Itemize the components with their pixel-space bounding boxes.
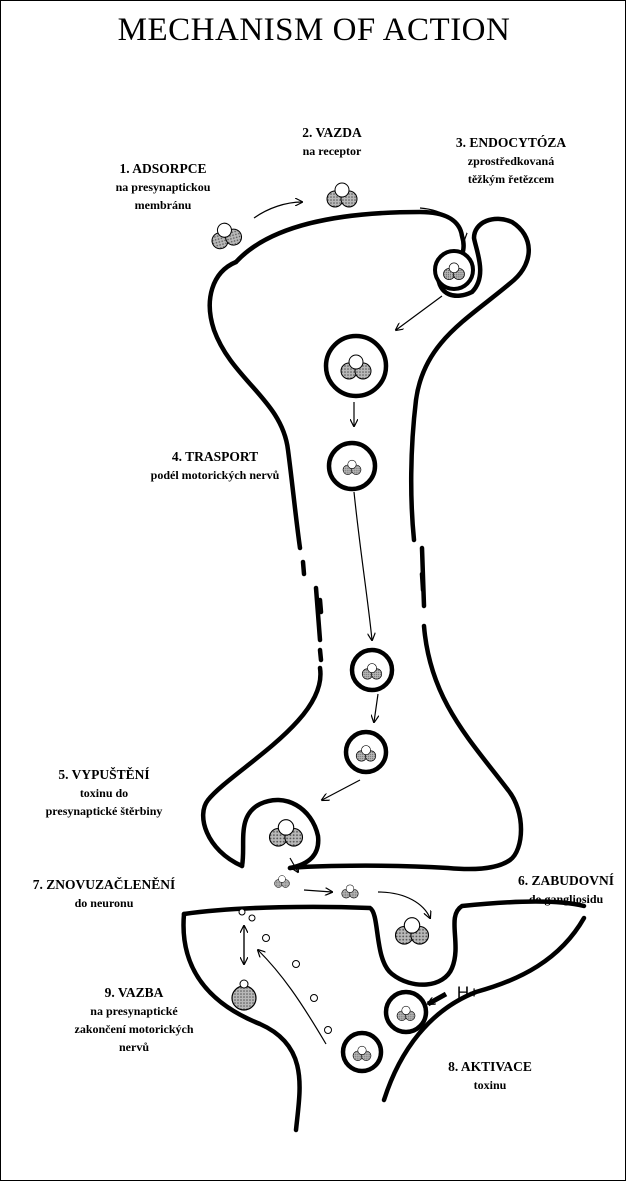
vesicle-1 — [326, 336, 386, 396]
vesicle-2 — [329, 443, 375, 489]
proton-label: H+ — [448, 984, 488, 1002]
toxin-binding — [232, 980, 256, 1010]
toxin-release — [270, 820, 303, 846]
vesicle-endocytosis — [435, 251, 473, 289]
step-1-label: 1. ADSORPCE na presynaptickou membránu — [88, 160, 238, 214]
vesicle-3 — [352, 650, 392, 690]
toxin-receptor — [327, 183, 357, 207]
vesicle-4 — [346, 732, 386, 772]
flow-arrows — [244, 202, 464, 1044]
toxin-adsorption — [208, 220, 243, 251]
proton-arrow — [428, 994, 446, 1004]
toxin-cleft-1 — [275, 876, 290, 888]
step-9-label: 9. VAZBA na presynaptické zakončení moto… — [44, 984, 224, 1056]
step-3-label: 3. ENDOCYTÓZA zprostředkovaná těžkým řet… — [436, 134, 586, 188]
step-7-label: 7. ZNOVUZAČLENĚNÍ do neuronu — [14, 876, 194, 912]
vesicle-activation — [386, 992, 426, 1032]
step-8-label: 8. AKTIVACE toxinu — [420, 1058, 560, 1094]
step-5-label: 5. VYPUŠTĚNÍ toxinu do presynaptické ště… — [14, 766, 194, 820]
step-4-label: 4. TRASPORT podél motorických nervů — [120, 448, 310, 484]
axon-dashes — [303, 562, 423, 660]
light-chain-particles — [239, 909, 332, 1034]
step-6-label: 6. ZABUDOVNÍ do gangliosidu — [496, 872, 628, 908]
toxin-cleft-2 — [342, 885, 359, 898]
vesicle-bottom — [343, 1033, 381, 1071]
step-2-label: 2. VAZDA na receptor — [272, 124, 392, 160]
toxin-ganglioside — [396, 918, 429, 944]
